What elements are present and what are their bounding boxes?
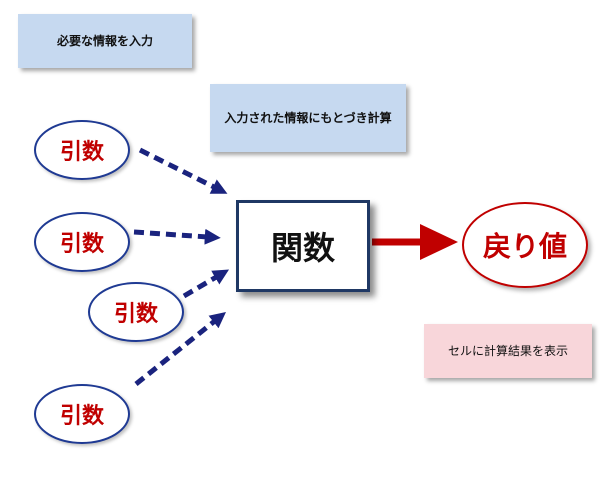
note-display-result-in-cell: セルに計算結果を表示 — [424, 324, 592, 378]
arrow-function-to-return-head — [420, 224, 458, 260]
arrow-arg1-to-function — [138, 147, 228, 194]
note-input-required-info: 必要な情報を入力 — [18, 14, 192, 68]
note-calculate-from-input: 入力された情報にもとづき計算 — [210, 84, 406, 152]
arrow-arg3-to-function — [182, 269, 230, 299]
argument-ellipse-4: 引数 — [34, 384, 130, 444]
argument-ellipse-3: 引数 — [88, 282, 184, 342]
arrow-arg2-to-function — [133, 228, 221, 245]
function-box: 関数 — [236, 200, 370, 292]
argument-ellipse-2: 引数 — [34, 212, 130, 272]
argument-ellipse-1: 引数 — [34, 120, 130, 180]
arrow-arg4-to-function — [134, 312, 226, 386]
return-value-ellipse: 戻り値 — [462, 202, 588, 288]
